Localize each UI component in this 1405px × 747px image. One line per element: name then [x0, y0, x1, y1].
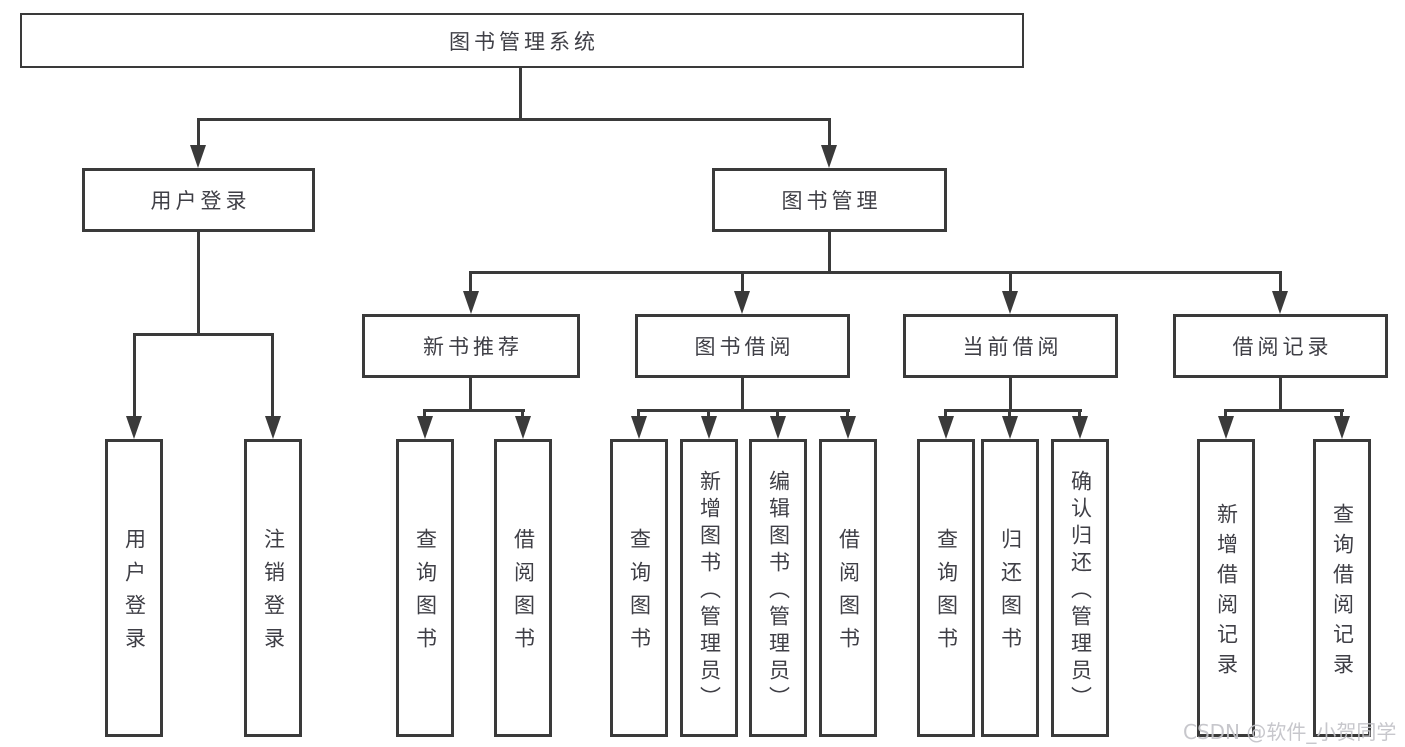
connector-line: [197, 118, 831, 121]
connector-line: [637, 409, 640, 419]
connector-line: [423, 409, 525, 412]
connector-line: [1008, 409, 1011, 419]
connector-line: [707, 409, 710, 419]
leaf-label: 归还图书: [998, 528, 1023, 660]
leaf-label: 借阅图书: [511, 528, 536, 660]
leaf-label: 新增图书（管理员）: [697, 469, 722, 713]
arrow-down-icon: [821, 145, 837, 168]
arrow-down-icon: [190, 145, 206, 168]
connector-line: [519, 68, 522, 120]
connector-line: [776, 409, 779, 419]
connector-line: [271, 333, 274, 417]
connector-line: [1078, 409, 1081, 419]
connector-line: [828, 118, 831, 148]
leaf-return-books: 归还图书: [981, 439, 1039, 737]
leaf-label: 编辑图书（管理员）: [766, 469, 791, 713]
connector-line: [1340, 409, 1343, 419]
node-root-system: 图书管理系统: [20, 13, 1024, 68]
watermark-text: CSDN @软件_小贺同学: [1183, 720, 1397, 744]
node-borrowing-records: 借阅记录: [1173, 314, 1388, 378]
arrow-down-icon: [463, 291, 479, 314]
leaf-query-books-borrowing: 查询图书: [610, 439, 668, 737]
node-book-borrowing: 图书借阅: [635, 314, 850, 378]
arrow-down-icon: [126, 416, 142, 439]
connector-line: [1279, 377, 1282, 411]
arrow-down-icon: [1002, 416, 1018, 439]
connector-line: [197, 118, 200, 148]
leaf-confirm-return-admin: 确认归还（管理员）: [1051, 439, 1109, 737]
node-user-login: 用户登录: [82, 168, 315, 232]
connector-line: [469, 377, 472, 411]
connector-line: [197, 231, 200, 334]
connector-line: [1224, 409, 1344, 412]
leaf-logout: 注销登录: [244, 439, 302, 737]
leaf-query-books-recommend: 查询图书: [396, 439, 454, 737]
arrow-down-icon: [1272, 291, 1288, 314]
leaf-label: 查询图书: [413, 528, 438, 660]
connector-line: [944, 409, 947, 419]
node-label: 新书推荐: [423, 335, 523, 359]
leaf-borrow-books-recommend: 借阅图书: [494, 439, 552, 737]
leaf-user-login: 用户登录: [105, 439, 163, 737]
connector-line: [1224, 409, 1227, 419]
leaf-label: 借阅图书: [836, 528, 861, 660]
arrow-down-icon: [417, 416, 433, 439]
connector-line: [133, 333, 274, 336]
node-label: 图书管理系统: [449, 29, 599, 54]
node-current-borrowing: 当前借阅: [903, 314, 1118, 378]
arrow-down-icon: [1002, 291, 1018, 314]
leaf-label: 查询图书: [627, 528, 652, 660]
connector-line: [1279, 271, 1282, 293]
node-label: 图书借阅: [694, 335, 795, 359]
node-new-book-recommend: 新书推荐: [362, 314, 580, 378]
connector-line: [828, 231, 831, 274]
leaf-add-borrow-record: 新增借阅记录: [1197, 439, 1255, 737]
arrow-down-icon: [701, 416, 717, 439]
node-book-management: 图书管理: [712, 168, 947, 232]
leaf-add-books-admin: 新增图书（管理员）: [680, 439, 738, 737]
connector-line: [423, 409, 426, 419]
connector-line: [846, 409, 849, 419]
leaf-edit-books-admin: 编辑图书（管理员）: [749, 439, 807, 737]
node-label: 借阅记录: [1232, 335, 1333, 359]
connector-line: [741, 271, 744, 293]
connector-line: [133, 333, 136, 417]
arrow-down-icon: [1334, 416, 1350, 439]
node-label: 用户登录: [150, 189, 251, 213]
connector-line: [470, 271, 1282, 274]
arrow-down-icon: [631, 416, 647, 439]
connector-line: [521, 409, 524, 419]
connector-line: [469, 271, 472, 293]
connector-line: [1009, 271, 1012, 293]
connector-line: [1009, 377, 1012, 411]
connector-line: [944, 409, 1082, 412]
arrow-down-icon: [515, 416, 531, 439]
node-label: 当前借阅: [962, 335, 1063, 359]
leaf-query-books-current: 查询图书: [917, 439, 975, 737]
leaf-label: 用户登录: [122, 528, 147, 660]
arrow-down-icon: [770, 416, 786, 439]
leaf-borrow-books: 借阅图书: [819, 439, 877, 737]
node-label: 图书管理: [781, 189, 882, 213]
leaf-query-borrow-record: 查询借阅记录: [1313, 439, 1371, 737]
arrow-down-icon: [1218, 416, 1234, 439]
connector-line: [637, 409, 850, 412]
connector-line: [741, 377, 744, 411]
leaf-label: 查询借阅记录: [1330, 502, 1355, 683]
arrow-down-icon: [734, 291, 750, 314]
leaf-label: 注销登录: [261, 528, 286, 660]
leaf-label: 确认归还（管理员）: [1068, 469, 1093, 713]
arrow-down-icon: [265, 416, 281, 439]
leaf-label: 新增借阅记录: [1214, 502, 1239, 683]
arrow-down-icon: [840, 416, 856, 439]
leaf-label: 查询图书: [934, 528, 959, 660]
arrow-down-icon: [1072, 416, 1088, 439]
arrow-down-icon: [938, 416, 954, 439]
